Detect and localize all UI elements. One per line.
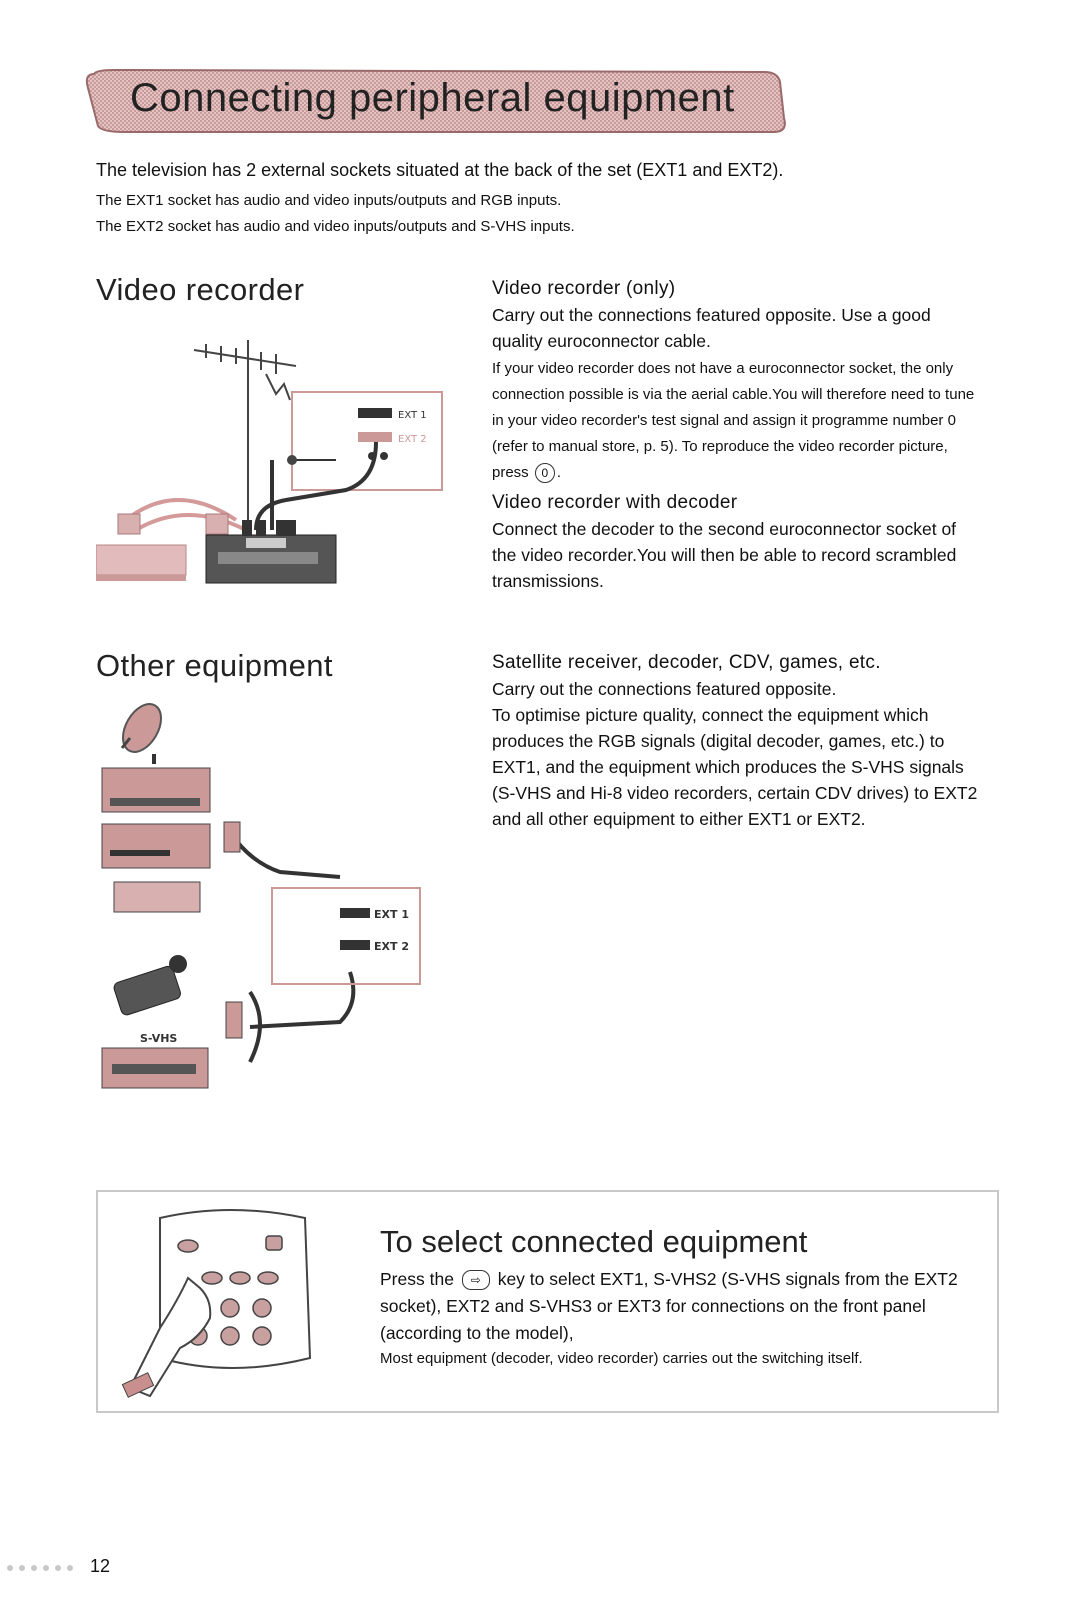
- select-equipment-text: Press the ⇨ key to select EXT1, S-VHS2 (…: [380, 1269, 958, 1343]
- decoder-title: Video recorder with decoder: [492, 492, 738, 513]
- other-equipment-sub-title: Satellite receiver, decoder, CDV, games,…: [492, 652, 881, 673]
- decoder-text: Connect the decoder to the second euroco…: [492, 519, 957, 591]
- other-equipment-text-1: Carry out the connections featured oppos…: [492, 679, 837, 699]
- intro-line-2: The EXT1 socket has audio and video inpu…: [96, 192, 562, 209]
- select-equipment-note: Most equipment (decoder, video recorder)…: [380, 1350, 863, 1367]
- ext1-label-2: EXT 1: [374, 908, 409, 921]
- pressing-hand-icon: [121, 1276, 212, 1398]
- ext2-label: EXT 2: [398, 434, 427, 445]
- other-equipment-text-2: To optimise picture quality, connect the…: [492, 705, 978, 829]
- zero-key-icon: 0: [534, 463, 555, 484]
- satellite-dish-icon: [120, 703, 162, 753]
- video-recorder-diagram: EXT 1 EXT 2: [96, 340, 443, 584]
- page-title: Connecting peripheral equipment: [130, 76, 735, 120]
- page-dots-decoration: [7, 1565, 73, 1571]
- satellite-receiver-device: [101, 767, 211, 813]
- game-console-device: [113, 881, 201, 913]
- intro-line-1: The television has 2 external sockets si…: [96, 160, 784, 180]
- video-recorder-heading: Video recorder: [96, 272, 305, 307]
- ext1-label: EXT 1: [398, 410, 427, 421]
- page-number: 12: [90, 1556, 111, 1576]
- decoder-device: [96, 544, 187, 581]
- video-recorder-only-text: Carry out the connections featured oppos…: [492, 305, 931, 351]
- intro-line-3: The EXT2 socket has audio and video inpu…: [96, 218, 575, 235]
- svhs-label: S-VHS: [140, 1032, 177, 1045]
- remote-control-illustration: [121, 1209, 312, 1398]
- select-equipment-box: [96, 1190, 999, 1413]
- av-source-key-icon: ⇨: [461, 1270, 490, 1291]
- title-banner: [85, 68, 786, 133]
- select-equipment-title: To select connected equipment: [380, 1224, 808, 1259]
- video-recorder-only-title: Video recorder (only): [492, 278, 676, 299]
- other-equipment-diagram: EXT 1 EXT 2 S-VHS: [101, 703, 421, 1089]
- antenna-icon: [193, 340, 297, 530]
- camcorder-icon: [113, 955, 187, 1016]
- decoder-device-2: [101, 823, 211, 869]
- video-recorder-device: [205, 534, 337, 584]
- svhs-recorder-device: [101, 1047, 209, 1089]
- video-recorder-only-small: If your video recorder does not have a e…: [492, 356, 982, 486]
- ext2-label-2: EXT 2: [374, 940, 409, 953]
- other-equipment-heading: Other equipment: [96, 648, 333, 683]
